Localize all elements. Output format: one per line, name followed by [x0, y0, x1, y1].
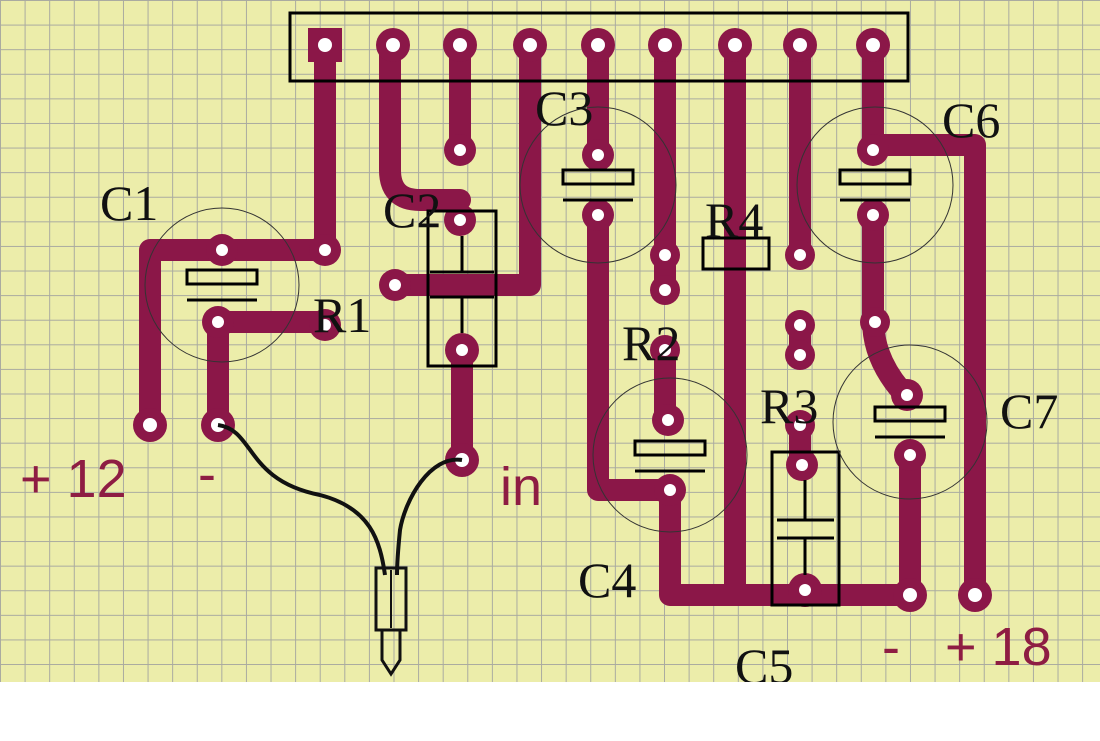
track-c1-plus12: [139, 239, 233, 436]
pad-c2-top: [444, 204, 476, 236]
pad-c6-top: [857, 134, 889, 166]
terminal-labels: + 12 - in - + 18: [20, 444, 1052, 677]
wire-signal: [395, 457, 463, 576]
pad-plus12: [133, 408, 167, 442]
pad-c3-top: [582, 139, 614, 171]
pad-c1-bottom: [202, 306, 234, 338]
component-labels: C1 C2 C3 C4 C5 C6 C7 R1 R2 R3 R4: [100, 80, 1058, 682]
pad-c7-top: [891, 379, 923, 411]
pad-header-7: [718, 28, 752, 62]
pad-c3-bottom: [582, 199, 614, 231]
r4-body: [701, 236, 771, 271]
pad-pin3: [444, 134, 476, 166]
pad-c4-bottom: [654, 474, 686, 506]
label-r4: R4: [705, 192, 763, 248]
pad-r2-b: [650, 275, 680, 305]
pad-header-4: [513, 28, 547, 62]
pad-r3-mid: [785, 340, 815, 370]
pad-r3-low: [785, 410, 815, 440]
pad-header-8: [783, 28, 817, 62]
pcb-layout: C1 C2 C3 C4 C5 C6 C7 R1 R2 R3 R4 + 12 - …: [20, 11, 1058, 682]
pad-header-5: [581, 28, 615, 62]
label-input: in: [500, 457, 542, 517]
label-minus-left: -: [198, 444, 216, 504]
c1-outline: [144, 207, 300, 363]
track-gnd-bus: [659, 479, 921, 606]
track-c6-plus18: [862, 134, 986, 606]
label-plus12: + 12: [20, 449, 127, 509]
label-r3: R3: [760, 378, 818, 434]
pad-r2-c: [650, 335, 680, 365]
pad-c6-bottom: [857, 199, 889, 231]
track-pin4-c2: [384, 34, 541, 296]
label-c7: C7: [1000, 383, 1058, 439]
pad-c5-bottom: [788, 573, 822, 607]
label-c2: C2: [383, 182, 441, 238]
jack-tip-icon: [380, 630, 402, 677]
pad-header-6: [648, 28, 682, 62]
pad-c7-link: [860, 307, 890, 337]
c7-outline: [832, 344, 988, 500]
c4-plate: [633, 439, 707, 457]
pin-header-icon: [288, 11, 910, 83]
pad-r1-top: [309, 234, 341, 266]
pad-r1-bottom: [309, 309, 341, 341]
c7-plate: [873, 405, 947, 423]
copper-tracks: [139, 34, 986, 606]
track-c3-c4: [587, 204, 681, 501]
pad-header-9: [856, 28, 890, 62]
label-c1: C1: [100, 175, 158, 231]
c6-outline: [796, 106, 954, 264]
pad-c5-top: [786, 449, 818, 481]
label-r1: R1: [313, 287, 371, 343]
wire-ground: [217, 423, 387, 576]
label-plus18: + 18: [945, 617, 1052, 677]
track-pin2-c2: [379, 34, 471, 211]
c5-body: [770, 450, 841, 607]
label-c3: C3: [535, 80, 593, 136]
pad-header-3: [443, 28, 477, 62]
input-jack: [217, 423, 463, 677]
c4-outline: [592, 377, 748, 533]
pad-plus18: [958, 578, 992, 612]
pad-c1-top: [206, 234, 238, 266]
c1-plate: [185, 268, 259, 286]
c3-plate: [561, 168, 635, 186]
pad-r2-a: [650, 240, 680, 270]
pad-c2-bottom: [445, 333, 479, 367]
label-c5: C5: [735, 638, 793, 682]
label-minus-right: -: [882, 617, 900, 677]
pcb-board: C1 C2 C3 C4 C5 C6 C7 R1 R2 R3 R4 + 12 - …: [0, 0, 1100, 682]
label-c4: C4: [578, 552, 636, 608]
pad-header-2: [376, 28, 410, 62]
silkscreen: [144, 11, 988, 607]
pad-minus-right: [893, 578, 927, 612]
label-c6: C6: [942, 92, 1000, 148]
jack-plug-icon: [374, 566, 408, 632]
pad-c4-top: [652, 404, 684, 436]
pad-c7-bottom: [894, 439, 926, 471]
pad-c2-left: [379, 269, 411, 301]
pads: [133, 28, 992, 612]
label-r2: R2: [622, 315, 680, 371]
c6-plate: [838, 168, 912, 186]
c3-outline: [519, 106, 677, 264]
pad-r3-top: [785, 310, 815, 340]
track-c6-c7: [862, 204, 916, 406]
c2-body: [426, 209, 498, 368]
pad-r4-bottom: [785, 240, 815, 270]
